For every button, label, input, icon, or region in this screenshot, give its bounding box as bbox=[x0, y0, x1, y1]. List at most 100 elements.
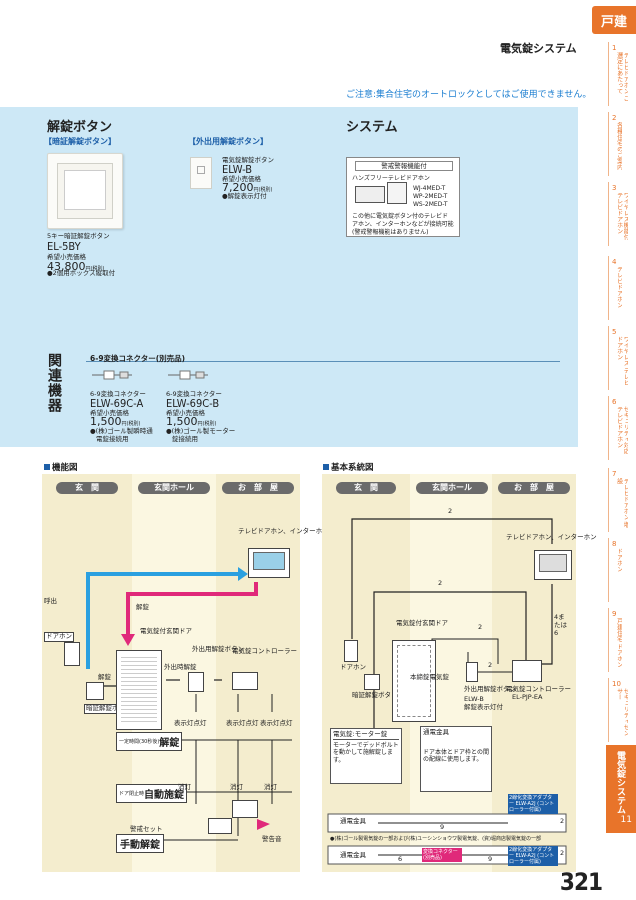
bd-row2-num2: 9 bbox=[488, 855, 493, 863]
hidden-desc: 5キー暗証解錠ボタン bbox=[47, 232, 110, 240]
system-note-1: この他に電気錠ボタン付のテレビド bbox=[352, 213, 449, 220]
side-tab-label: ワイヤレス テレビドアホン bbox=[615, 336, 629, 386]
fd-exit-label: 外出用解錠ボタン bbox=[192, 645, 244, 653]
exit-button-subheading: 【外出用解錠ボタン】 bbox=[188, 137, 268, 146]
hidden-button-subheading: 【暗証解錠ボタン】 bbox=[44, 137, 116, 146]
exit-note: ●解錠表示灯付 bbox=[222, 192, 267, 200]
fd-off1: 消灯 bbox=[178, 783, 191, 791]
system-heading: システム bbox=[346, 120, 398, 135]
bd-w2c: 2 bbox=[478, 623, 483, 631]
tv-monitor-icon bbox=[248, 548, 290, 578]
side-tab-label: セキュリティセンサー bbox=[615, 688, 629, 736]
side-tab-label: ワイヤレス機能付 テレビドアホン bbox=[615, 192, 629, 240]
function-diagram-label: 機能図 bbox=[44, 461, 78, 473]
fd-off2: 消灯 bbox=[230, 783, 243, 791]
system-note-2: アホン、インターホンなどが接続可能 bbox=[352, 221, 454, 228]
bd-lockdoor-label: 電気錠付玄関ドア bbox=[396, 619, 448, 627]
item-a-note1: ●(株)ゴール製瞬時通 bbox=[90, 427, 153, 435]
item-b-note1: ●(株)ゴール製モーター bbox=[166, 427, 236, 435]
exit-price: 7,200円(税別) bbox=[222, 181, 273, 194]
bd-exit-icon bbox=[466, 662, 478, 682]
basic-diagram: 玄 関 玄関ホール お 部 屋 2 2 2 2 4または6 テレビドアホン、イン… bbox=[322, 474, 597, 872]
related-divider bbox=[86, 361, 560, 362]
bd-door-icon bbox=[392, 640, 436, 722]
item-b-note2: 錠接続用 bbox=[172, 435, 198, 443]
pin-button-image bbox=[47, 153, 123, 229]
bd-pin-icon bbox=[364, 674, 380, 690]
bd-tv-icon bbox=[534, 550, 572, 580]
system-box-title: 警戒警報機能付 bbox=[355, 161, 453, 171]
pin-button-icon bbox=[86, 682, 104, 700]
active-side-tab[interactable]: 電気錠システム 11 bbox=[606, 745, 636, 833]
bd-w2b: 2 bbox=[438, 579, 443, 587]
handsfree-label: ハンズフリーテレビドアホン bbox=[352, 175, 430, 182]
caution-note: ご注意:集合住宅のオートロックとしてはご使用できません。 bbox=[346, 90, 592, 100]
bd-fitting-box: 通電金具 ドア本体とドア枠との間の配線に使用します。 bbox=[420, 726, 492, 792]
item-b-model: ELW-69C-B bbox=[166, 397, 220, 410]
function-diagram: 玄 関 玄関ホール お 部 屋 bbox=[42, 474, 329, 872]
hidden-price: 43,800円(税別) bbox=[47, 260, 105, 273]
exit-price-label: 希望小売価格 bbox=[222, 175, 261, 183]
side-tab-number: 10 bbox=[612, 680, 621, 688]
bd-tv-label: テレビドアホン、インターホン bbox=[506, 533, 597, 541]
fd-doorphone-label: ドアホン bbox=[44, 632, 74, 642]
doorphone-icon bbox=[64, 642, 80, 666]
item-a-price: 1,500円(税別) bbox=[90, 415, 141, 428]
side-tab-label: 各種住宅のご案内 bbox=[615, 122, 622, 170]
exit-button-image bbox=[190, 157, 212, 189]
side-tab-label: 戸建住宅 ドアホン bbox=[615, 618, 622, 668]
fd-ind1: 表示灯点灯 bbox=[174, 719, 207, 727]
connector-image-b bbox=[168, 370, 208, 380]
side-tab-number: 4 bbox=[612, 258, 617, 266]
bd-zone-entrance: 玄 関 bbox=[336, 482, 396, 494]
bd-conv: 変換コネクター(別売品) bbox=[422, 848, 462, 862]
bd-row2-label: 通電金具 bbox=[340, 851, 366, 859]
bd-row-note: ●(株)ゴール製電気錠の一部および(株)ユーシンショウワ製電気錠、(資)堀商店製… bbox=[330, 836, 541, 842]
side-tab-number: 9 bbox=[612, 610, 617, 618]
page-title: 電気錠システム bbox=[500, 42, 577, 55]
bd-controller-label: 電気錠コントローラー bbox=[506, 685, 571, 693]
alarm-panel-icon bbox=[208, 818, 232, 834]
bd-w2a: 2 bbox=[448, 507, 453, 515]
side-tab-label: セキュリティ対応 テレビドアホン bbox=[615, 406, 629, 454]
side-tab-number: 6 bbox=[612, 398, 617, 406]
side-tab-label: テレビドアホン ご選定にあたって bbox=[615, 52, 629, 102]
zone-room: お 部 屋 bbox=[222, 482, 294, 494]
fd-lockdoor-label: 電気錠付玄関ドア bbox=[140, 627, 192, 635]
zone-hall: 玄関ホール bbox=[138, 482, 210, 494]
controller-icon bbox=[232, 672, 258, 690]
fd-exit-unlock-label: 外出時解錠 bbox=[164, 663, 197, 671]
controller-icon-2 bbox=[232, 800, 258, 818]
bd-row1-num: 9 bbox=[440, 823, 445, 831]
side-tab-number: 2 bbox=[612, 114, 617, 122]
side-tab-number: 8 bbox=[612, 540, 617, 548]
unlock-button-heading: 解錠ボタン bbox=[47, 120, 113, 135]
hidden-note: ●2個用ボックス縦取付 bbox=[47, 269, 116, 277]
fd-manual-box: 手動解錠 bbox=[116, 834, 164, 853]
bd-pin-label: 暗証解錠ボタン bbox=[352, 691, 398, 699]
bd-doorphone-icon bbox=[344, 640, 358, 662]
bd-exit-model: ELW-B bbox=[464, 695, 484, 703]
bd-row1-end: 2 bbox=[560, 817, 565, 825]
item-b-desc: 6-9変換コネクター bbox=[166, 390, 222, 398]
active-tab-number: 11 bbox=[620, 815, 632, 825]
function-diagram-arrows bbox=[86, 567, 292, 841]
fd-off3: 消灯 bbox=[264, 783, 277, 791]
category-tab[interactable]: 戸建 bbox=[592, 6, 636, 34]
side-tab-label: ドアホン bbox=[615, 548, 622, 572]
door-icon bbox=[116, 650, 162, 730]
connector-image bbox=[92, 370, 132, 380]
side-tab-number: 7 bbox=[612, 470, 617, 478]
fd-alarm: 警告音 bbox=[262, 835, 282, 843]
